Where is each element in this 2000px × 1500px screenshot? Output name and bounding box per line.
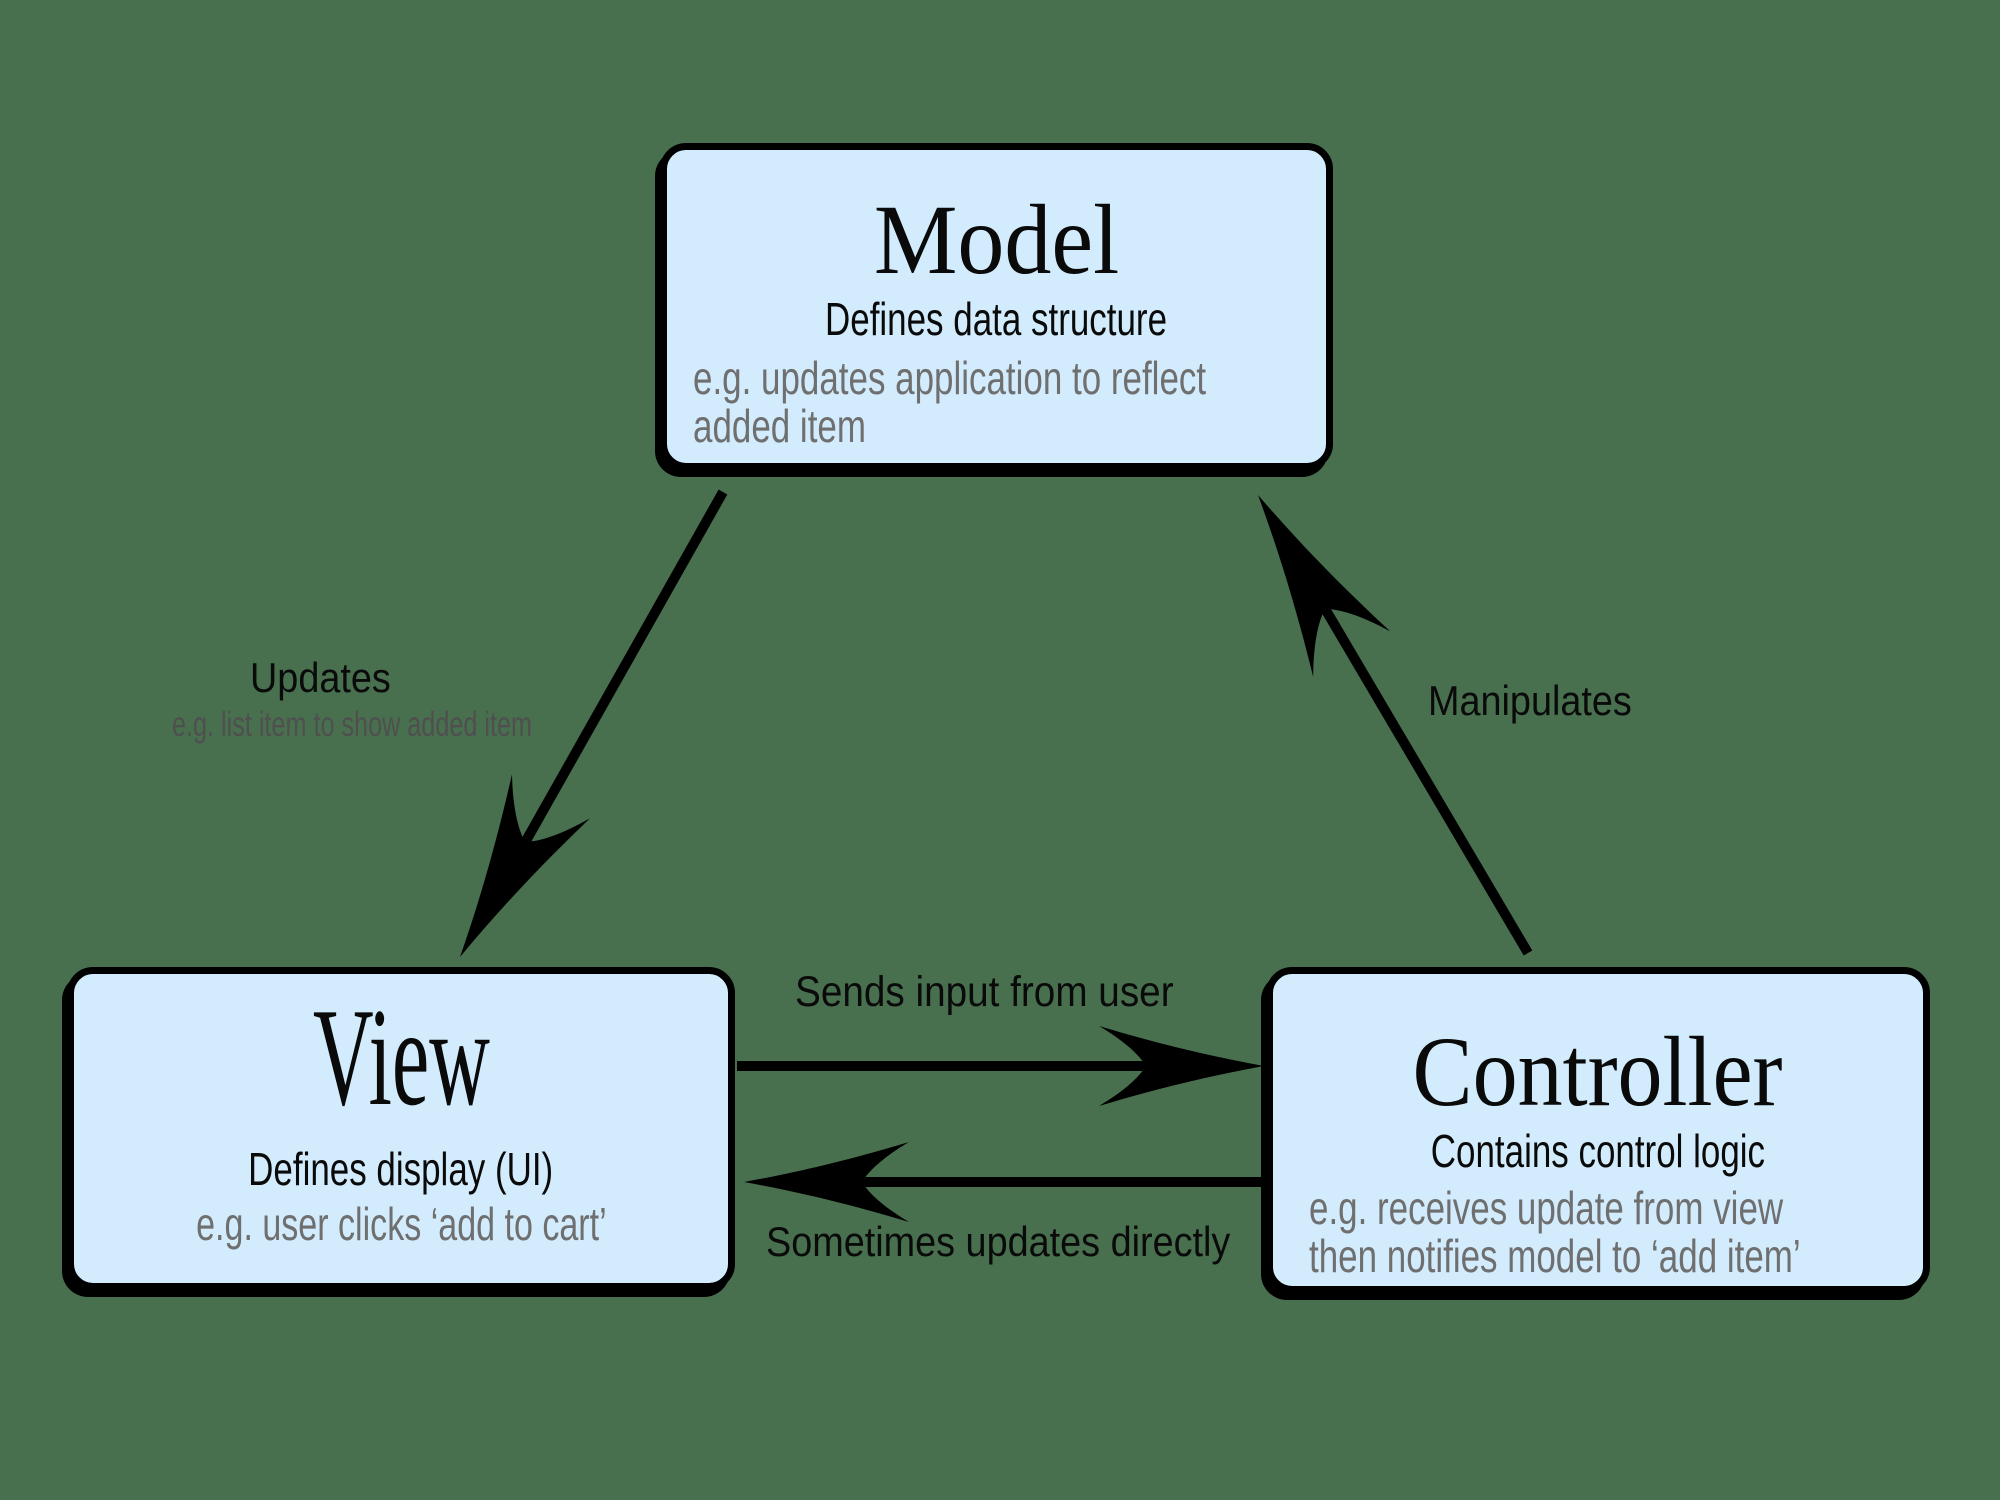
controller-title: Controller	[1413, 1016, 1783, 1127]
model-example: e.g. updates application to reflect adde…	[693, 351, 1368, 453]
updates-arrow-label: Updates	[250, 654, 391, 701]
controller-example-line1: e.g. receives update from view	[1309, 1181, 1784, 1234]
controller-example-line2: then notifies model to ‘add item’	[1309, 1230, 1801, 1283]
view-example-line1: e.g. user clicks ‘add to cart’	[195, 1197, 607, 1250]
arrow-view-to-controller	[737, 1026, 1264, 1106]
controller-subtitle: Contains control logic	[1430, 1125, 1766, 1177]
view-example: e.g. user clicks ‘add to cart’	[124, 1196, 679, 1249]
sends-input-arrow-label: Sends input from user	[795, 968, 1174, 1016]
model-title: Model	[873, 184, 1120, 295]
model-example-line2: added item	[693, 400, 866, 453]
arrow-controller-to-model	[1219, 472, 1533, 956]
controller-box: Controller Contains control logic e.g. r…	[1266, 967, 1930, 1293]
model-example-line1: e.g. updates application to reflect	[693, 351, 1207, 404]
sometimes-updates-arrow-label: Sometimes updates directly	[766, 1218, 1231, 1265]
view-subtitle: Defines display (UI)	[248, 1143, 554, 1195]
view-box: View Defines display (UI) e.g. user clic…	[67, 967, 735, 1290]
arrow-controller-to-view	[744, 1142, 1264, 1222]
arrow-model-to-view	[421, 489, 728, 980]
updates-arrow-sublabel: e.g. list item to show added item	[172, 705, 532, 744]
model-subtitle: Defines data structure	[825, 293, 1168, 345]
model-box: Model Defines data structure e.g. update…	[660, 143, 1333, 470]
controller-example: e.g. receives update from view then noti…	[1309, 1181, 1956, 1283]
view-title: View	[312, 980, 490, 1135]
manipulates-arrow-label: Manipulates	[1428, 677, 1632, 724]
